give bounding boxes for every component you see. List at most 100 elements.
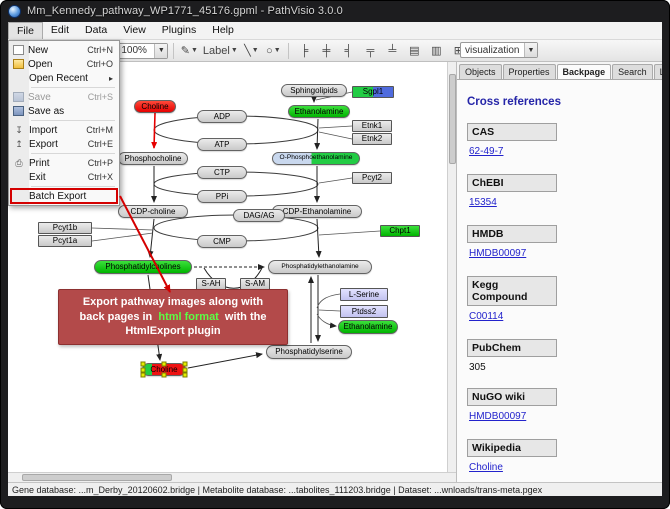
file-menu-batch-export[interactable]: Batch Export — [10, 188, 118, 204]
node-label: CMP — [213, 236, 231, 246]
xref-database-name: ChEBI — [467, 174, 557, 192]
file-menu-new[interactable]: New Ctrl+N — [11, 43, 117, 57]
tab-properties[interactable]: Properties — [502, 64, 556, 79]
open-icon — [13, 59, 24, 69]
pathway-node-ethanolamine-2[interactable]: Ethanolamine — [338, 320, 398, 334]
menu-data[interactable]: Data — [85, 24, 108, 36]
pathway-node-pcyt1a[interactable]: Pcyt1a — [38, 235, 92, 247]
pathway-node-phosphatidylserine[interactable]: Phosphatidylserine — [266, 345, 352, 359]
stack-icon[interactable]: ⊞ — [453, 45, 463, 57]
node-label: Sgpl1 — [362, 87, 384, 96]
align-left-icon[interactable]: ╞ — [300, 44, 309, 57]
selection-handle[interactable] — [161, 372, 167, 378]
label-tool-button[interactable]: Label▼ — [201, 42, 239, 60]
pathway-node-adp[interactable]: ADP — [197, 110, 247, 123]
vertical-scrollbar[interactable] — [447, 62, 456, 472]
pathway-node-phosphatidylethanolamine[interactable]: Phosphatidylethanolamine — [268, 260, 372, 274]
node-label: Etnk1 — [361, 121, 383, 130]
save-as-icon — [13, 106, 24, 116]
pathway-node-atp[interactable]: ATP — [197, 138, 247, 151]
align-center-icon[interactable]: ╪ — [322, 44, 331, 57]
pathway-node-cmp[interactable]: CMP — [197, 235, 247, 248]
selection-handle[interactable] — [182, 372, 188, 378]
menu-file[interactable]: File — [8, 22, 43, 39]
align-top-icon[interactable]: ╤ — [366, 44, 375, 57]
pathway-node-ppi[interactable]: PPi — [197, 190, 247, 203]
scrollbar-thumb[interactable] — [449, 74, 456, 164]
label-tool-text: Label — [202, 44, 230, 57]
pathway-node-ethanolamine-top[interactable]: Ethanolamine — [288, 105, 350, 118]
zoom-combobox[interactable]: 100% ▼ — [116, 42, 169, 59]
xref-link[interactable]: 15354 — [469, 197, 497, 208]
selection-handle[interactable] — [140, 372, 146, 378]
chevron-down-icon[interactable]: ▼ — [154, 43, 168, 58]
node-label: Ptdss2 — [351, 306, 377, 316]
xref-link[interactable]: Choline — [469, 462, 503, 473]
menu-edit[interactable]: Edit — [50, 24, 70, 36]
pathway-node-sgpl1[interactable]: Sgpl1 — [352, 86, 394, 98]
file-menu-open-recent[interactable]: Open Recent ▸ — [29, 72, 113, 84]
menu-view[interactable]: View — [123, 24, 146, 36]
pathway-node-ptdss2[interactable]: Ptdss2 — [340, 305, 388, 318]
menu-plugins[interactable]: Plugins — [161, 24, 197, 36]
pathway-node-etnk2[interactable]: Etnk2 — [352, 133, 392, 145]
distribute-vertical-icon[interactable]: ▥ — [431, 45, 442, 57]
pathway-node-s-am[interactable]: S-AM — [240, 278, 270, 290]
node-label: ADP — [213, 111, 231, 121]
tab-objects[interactable]: Objects — [459, 64, 502, 79]
scrollbar-thumb[interactable] — [22, 474, 172, 481]
file-menu-save-as[interactable]: Save as — [11, 104, 117, 118]
pathway-node-phosphocholine[interactable]: Phosphocholine — [118, 152, 188, 165]
file-menu-import[interactable]: ↧ Import Ctrl+M — [11, 123, 117, 137]
pathway-node-etnk1[interactable]: Etnk1 — [352, 120, 392, 132]
pathway-node-l-serine[interactable]: L-Serine — [340, 288, 388, 301]
pathway-node-chpt1[interactable]: Chpt1 — [380, 225, 420, 237]
xref-database-name: NuGO wiki — [467, 388, 557, 406]
pathway-node-cdp-choline[interactable]: CDP-choline — [118, 205, 188, 218]
selection-handle[interactable] — [140, 367, 146, 372]
xref-link[interactable]: C00114 — [469, 311, 504, 322]
xref-link[interactable]: HMDB00097 — [469, 248, 527, 259]
pathway-node-ctp[interactable]: CTP — [197, 166, 247, 179]
align-bottom-icon[interactable]: ╧ — [388, 44, 397, 57]
pathway-node-pcyt2[interactable]: Pcyt2 — [352, 172, 392, 184]
visualization-combobox[interactable]: visualization ▼ — [460, 42, 538, 58]
selection-handle[interactable] — [182, 367, 188, 372]
file-menu-exit[interactable]: Exit Ctrl+X — [29, 171, 113, 183]
print-icon: ⎙ — [15, 157, 23, 168]
pathway-node-choline-bottom[interactable]: Choline — [140, 361, 188, 378]
chevron-down-icon[interactable]: ▼ — [524, 43, 537, 57]
pencil-tool-button[interactable]: ✎▼ — [180, 45, 198, 57]
shape-tool-button[interactable]: ○▼ — [266, 44, 281, 57]
titlebar[interactable]: Mm_Kennedy_pathway_WP1771_45176.gpml - P… — [0, 0, 670, 22]
file-menu-print[interactable]: ⎙ Print Ctrl+P — [11, 156, 117, 170]
pathway-node-phosphatidylcholines[interactable]: Phosphatidylcholines — [94, 260, 192, 274]
pathway-node-sphingolipids[interactable]: Sphingolipids — [281, 84, 347, 97]
file-menu-open[interactable]: Open Ctrl+O — [11, 57, 117, 71]
menu-help[interactable]: Help — [212, 24, 234, 36]
file-menu-save[interactable]: Save Ctrl+S — [11, 90, 117, 104]
xref-link[interactable]: HMDB00097 — [469, 411, 527, 422]
file-menu-export[interactable]: ↥ Export Ctrl+E — [11, 137, 117, 151]
line-tool-button[interactable]: ╲▼ — [244, 45, 259, 57]
selection-handle[interactable] — [182, 361, 188, 367]
selection-handle[interactable] — [140, 361, 146, 367]
tab-legend[interactable]: Legend — [653, 64, 662, 79]
node-label: S-AM — [245, 279, 265, 288]
pathway-node-dag-ag[interactable]: DAG/AG — [233, 209, 285, 222]
horizontal-scrollbar[interactable] — [8, 472, 456, 482]
node-label: CTP — [214, 167, 230, 177]
tab-search[interactable]: Search — [612, 64, 653, 79]
pathway-node-pcyt1b[interactable]: Pcyt1b — [38, 222, 92, 234]
distribute-horizontal-icon[interactable]: ▤ — [409, 45, 420, 57]
xref-link[interactable]: 62-49-7 — [469, 146, 504, 157]
visualization-value: visualization — [465, 44, 520, 56]
pathway-node-choline-top[interactable]: Choline — [134, 100, 176, 113]
pathway-node-cdp-ethanolamine[interactable]: CDP-Ethanolamine — [272, 205, 362, 218]
selection-handle[interactable] — [161, 361, 167, 367]
pathway-node-o-phosphoethanolamine[interactable]: O-Phosphoethanolamine — [272, 152, 360, 165]
tab-backpage[interactable]: Backpage — [556, 64, 612, 79]
align-right-icon[interactable]: ╡ — [344, 44, 353, 57]
